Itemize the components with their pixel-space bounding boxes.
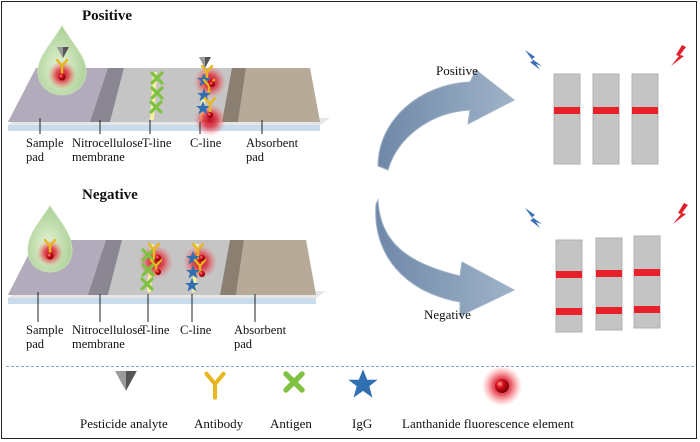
- legend-label-igg: IgG: [352, 416, 373, 431]
- result-strip: [553, 73, 581, 165]
- result-strip: [555, 239, 583, 333]
- negative-sample-drop: [27, 205, 73, 273]
- legend-label-pesticide: Pesticide analyte: [80, 416, 168, 431]
- result-band: [632, 107, 658, 114]
- c-line-label: C-line: [190, 136, 222, 150]
- red-light-icon: [671, 45, 686, 66]
- result-band: [593, 107, 619, 114]
- negative-arrow-label: Negative: [424, 307, 471, 322]
- result-strip: [633, 235, 661, 329]
- nitrocellulose-label: Nitrocellulose membrane: [72, 136, 143, 164]
- antigen-icon: [283, 371, 305, 393]
- sample-pad-label: Sample pad: [26, 323, 64, 351]
- absorbent-pad-label: Absorbent pad: [234, 323, 287, 351]
- legend-label-lanthanide: Lanthanide fluorescence element: [402, 416, 574, 431]
- absorbent-pad-label: Absorbent pad: [246, 136, 299, 164]
- positive-strip-markers: [149, 57, 226, 136]
- t-line-label: T-line: [140, 323, 170, 337]
- result-band: [596, 270, 622, 277]
- positive-label-ticks: [39, 118, 263, 134]
- legend-divider: [6, 366, 694, 367]
- negative-label-ticks: [37, 292, 256, 322]
- legend-icons: [115, 366, 522, 406]
- pesticide-analyte-icon: [115, 371, 137, 391]
- result-band: [634, 306, 660, 313]
- negative-arrow: [375, 198, 516, 317]
- c-line-label: C-line: [180, 323, 212, 337]
- legend-label-antibody: Antibody: [194, 416, 244, 431]
- positive-arrow: [377, 69, 515, 171]
- positive-sample-drop: [37, 24, 87, 96]
- t-line-label: T-line: [142, 136, 172, 150]
- result-band: [634, 269, 660, 276]
- legend-label-antigen: Antigen: [270, 416, 312, 431]
- igg-icon: [348, 369, 378, 398]
- result-band: [596, 307, 622, 314]
- result-band: [556, 271, 582, 278]
- lanthanide-fluorescence-icon: [482, 366, 522, 406]
- sample-pad-label: Sample pad: [26, 136, 64, 164]
- result-strip: [631, 73, 659, 165]
- blue-light-icon: [525, 50, 542, 70]
- red-light-icon: [673, 203, 688, 224]
- blue-light-icon: [525, 208, 542, 228]
- result-strip: [592, 73, 620, 165]
- result-band: [554, 107, 580, 114]
- positive-title: Positive: [82, 8, 132, 24]
- antibody-icon: [204, 371, 226, 400]
- positive-arrow-label: Positive: [436, 63, 478, 78]
- positive-result-strips: [553, 73, 659, 165]
- result-band: [556, 308, 582, 315]
- negative-title: Negative: [82, 187, 138, 203]
- negative-result-strips: [555, 235, 661, 333]
- nitrocellulose-label: Nitrocellulose membrane: [72, 323, 143, 351]
- negative-strip-markers: [139, 242, 217, 292]
- result-strip: [595, 237, 623, 331]
